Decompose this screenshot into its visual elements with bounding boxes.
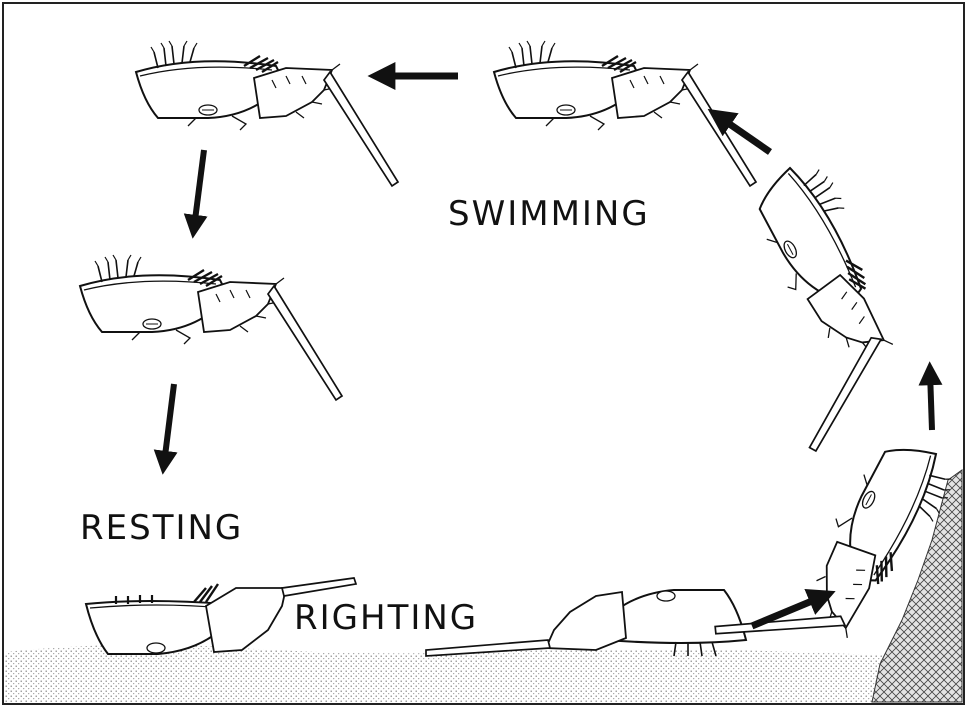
label-righting: RIGHTING	[294, 598, 478, 638]
label-swimming: SWIMMING	[448, 194, 650, 234]
label-resting: RESTING	[80, 508, 243, 548]
arrow-up-right	[930, 372, 932, 430]
